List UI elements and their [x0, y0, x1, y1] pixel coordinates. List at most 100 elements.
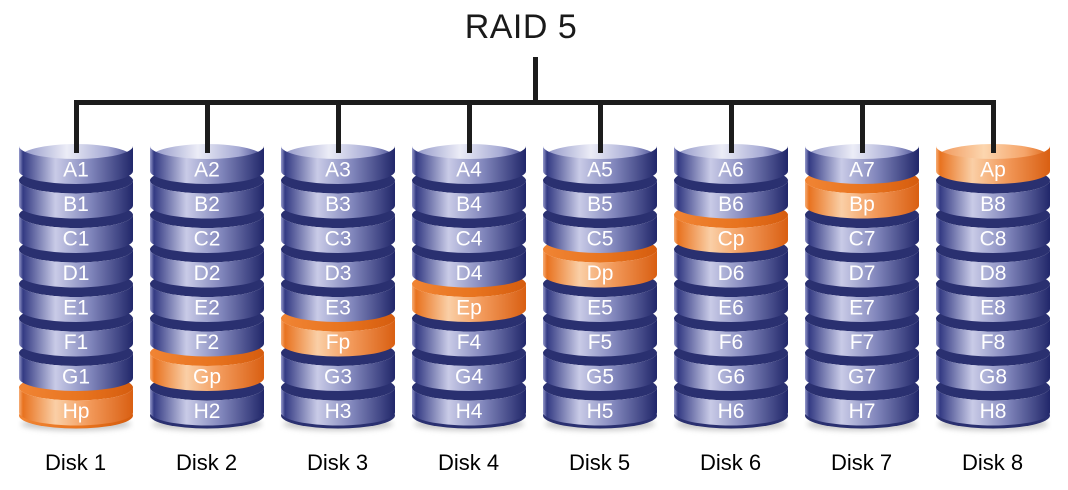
segment-body	[673, 353, 788, 391]
segment-label: E8	[980, 297, 1006, 320]
disk-segment	[804, 144, 919, 184]
segment-body	[542, 284, 657, 322]
segment-label: C1	[62, 228, 89, 251]
segment-body	[411, 249, 526, 288]
segment-body	[804, 353, 919, 391]
segment-body	[280, 284, 395, 322]
segment-label: A5	[587, 159, 613, 182]
segment-body	[280, 249, 395, 288]
segment-body	[804, 146, 919, 184]
segment-body	[804, 284, 919, 322]
segment-body	[18, 353, 133, 391]
segment-label: Dp	[586, 262, 613, 285]
disk-label: Disk 4	[437, 450, 500, 475]
segment-label: B1	[63, 193, 89, 216]
segment-body	[935, 318, 1050, 357]
segment-body	[673, 180, 788, 219]
segment-label: E6	[718, 297, 744, 320]
segment-body	[411, 318, 526, 357]
segment-label: Ap	[980, 159, 1006, 182]
segment-label: B6	[718, 193, 744, 216]
segment-label: F8	[980, 331, 1005, 354]
segment-label: B8	[980, 193, 1006, 216]
segment-body	[673, 318, 788, 357]
segment-body	[804, 180, 919, 219]
disk-segment	[280, 144, 395, 184]
segment-body	[411, 353, 526, 391]
segment-label: D6	[717, 262, 744, 285]
segment-label: A3	[325, 159, 351, 182]
segment-body	[935, 146, 1050, 184]
segment-label: B4	[456, 193, 482, 216]
segment-body	[804, 318, 919, 357]
segment-body	[280, 387, 395, 426]
segment-body	[542, 215, 657, 253]
segment-label: G8	[978, 366, 1006, 389]
segment-body	[18, 180, 133, 219]
segment-label: F7	[849, 331, 874, 354]
segment-body	[673, 215, 788, 253]
segment-label: Gp	[192, 366, 220, 389]
segment-body	[149, 180, 264, 219]
disk-segment	[411, 144, 526, 184]
diagram-title: RAID 5	[464, 8, 578, 46]
segment-body	[411, 387, 526, 426]
segment-label: C3	[324, 228, 351, 251]
segment-body	[542, 318, 657, 357]
segment-body	[280, 318, 395, 357]
segment-body	[804, 387, 919, 426]
segment-label: E2	[194, 297, 220, 320]
disk-label: Disk 7	[830, 450, 893, 475]
segment-body	[149, 387, 264, 426]
segment-body	[542, 387, 657, 426]
segment-body	[935, 284, 1050, 322]
disk-label: Disk 8	[961, 450, 1024, 475]
segment-label: E3	[325, 297, 351, 320]
segment-body	[542, 249, 657, 288]
segment-body	[18, 318, 133, 357]
segment-label: C2	[193, 228, 220, 251]
segment-label: C5	[586, 228, 613, 251]
segment-label: C8	[979, 228, 1006, 251]
segment-body	[935, 249, 1050, 288]
segment-label: Fp	[325, 331, 350, 354]
segment-body	[18, 215, 133, 253]
segment-body	[149, 215, 264, 253]
segment-body	[18, 146, 133, 184]
segment-body	[280, 215, 395, 253]
segment-body	[411, 180, 526, 219]
disk-segment	[542, 144, 657, 184]
segment-body	[149, 318, 264, 357]
segment-label: E5	[587, 297, 613, 320]
segment-label: D7	[848, 262, 875, 285]
segment-body	[804, 215, 919, 253]
segment-body	[280, 353, 395, 391]
segment-label: Ep	[456, 297, 482, 320]
disk-label: Disk 1	[44, 450, 107, 475]
segment-label: Hp	[62, 400, 89, 423]
segment-label: A2	[194, 159, 220, 182]
segment-body	[149, 353, 264, 391]
segment-label: G4	[454, 366, 482, 389]
disk-label: Disk 5	[568, 450, 631, 475]
segment-label: F2	[194, 331, 219, 354]
segment-body	[149, 284, 264, 322]
segment-label: B2	[194, 193, 220, 216]
segment-label: G5	[585, 366, 613, 389]
segment-body	[411, 146, 526, 184]
segment-label: B3	[325, 193, 351, 216]
segment-label: H8	[979, 400, 1006, 423]
segment-body	[411, 215, 526, 253]
